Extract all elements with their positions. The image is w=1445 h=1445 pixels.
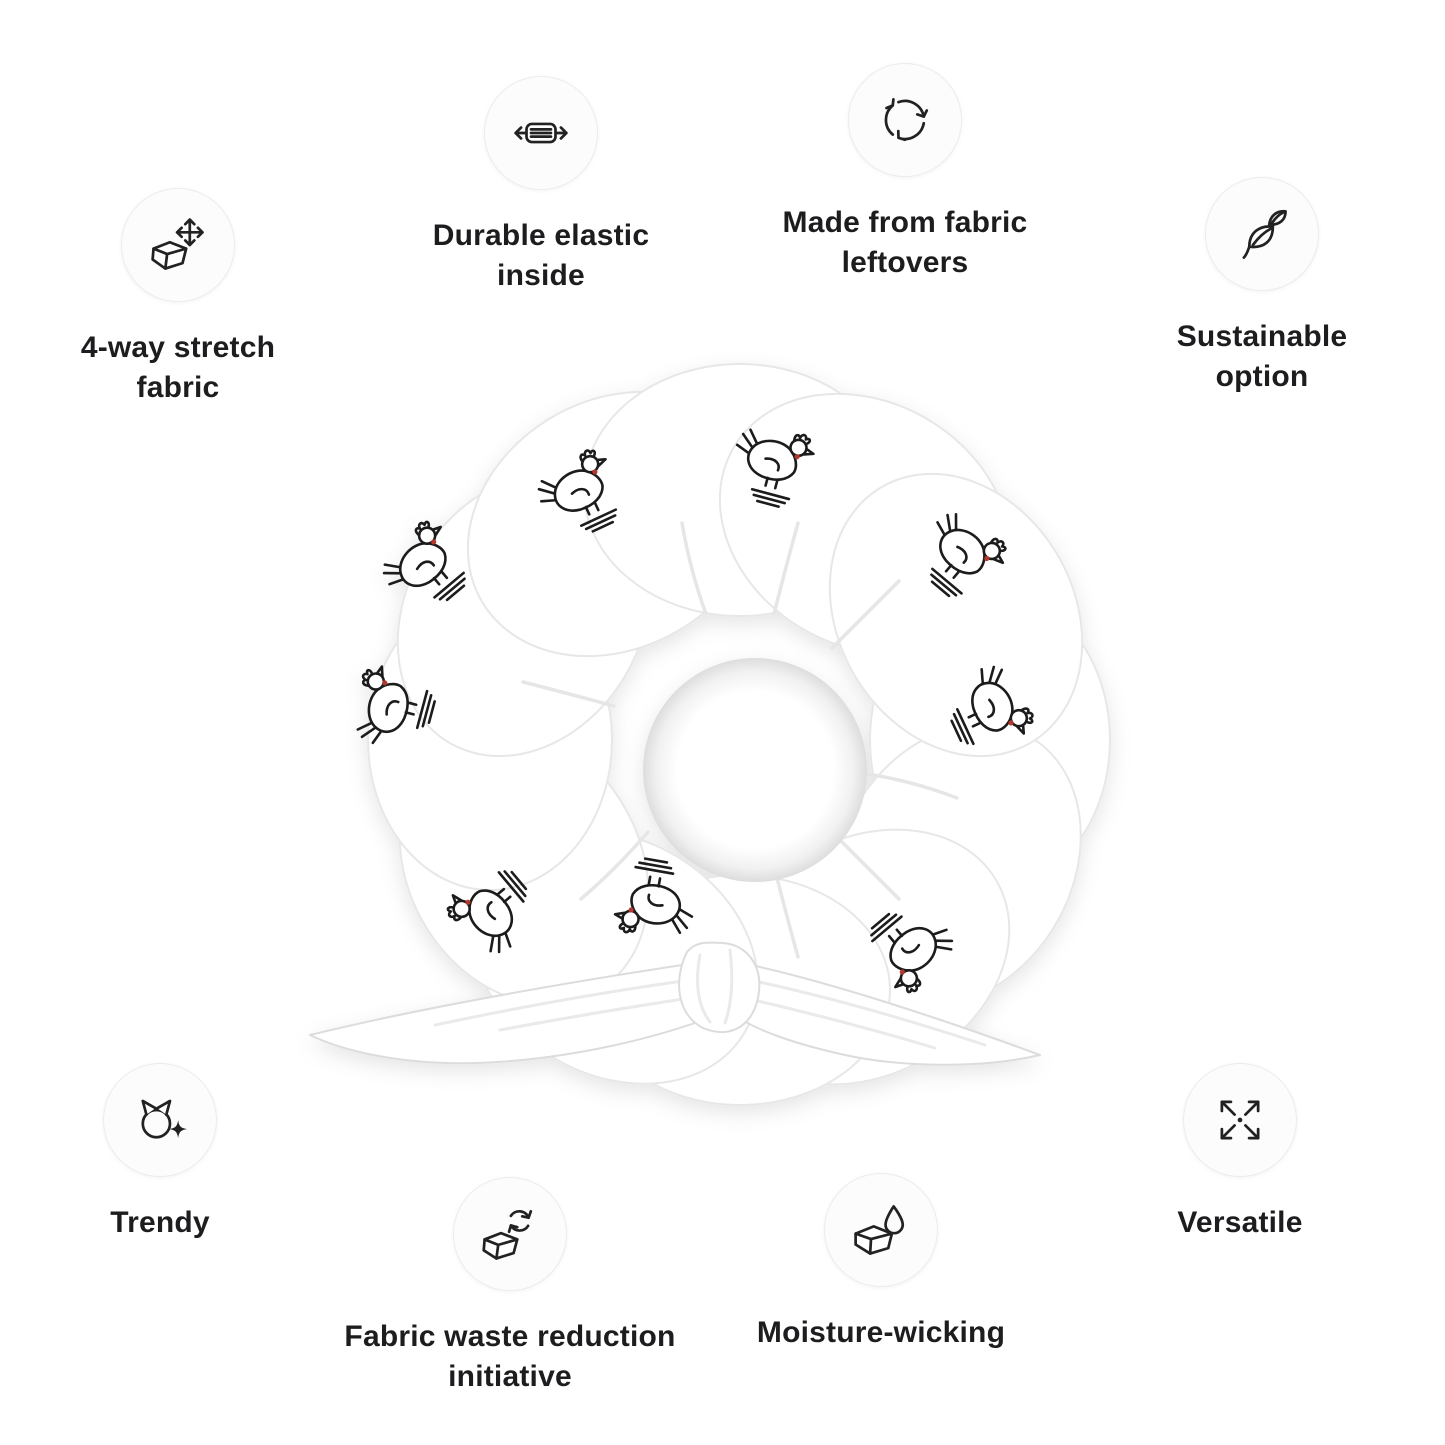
product-image-scrunchie xyxy=(309,363,1111,1106)
feature-label: Durable elastic inside xyxy=(432,219,650,292)
elastic-icon xyxy=(484,76,598,190)
feature-label: Versatile xyxy=(1177,1206,1303,1239)
feature-moisture-wicking: Moisture-wicking xyxy=(711,1173,1051,1353)
moisture-icon xyxy=(824,1173,938,1287)
feature-4-way-stretch-fabric: 4-way stretch fabric xyxy=(63,188,293,407)
leaves-icon xyxy=(1205,177,1319,291)
feature-fabric-waste-reduction-initiative: Fabric waste reduction initiative xyxy=(330,1177,690,1396)
scrunchie-ring xyxy=(309,363,1111,1106)
trendy-sparkle-icon xyxy=(103,1063,217,1177)
fabric-recycle-icon xyxy=(453,1177,567,1291)
feature-durable-elastic-inside: Durable elastic inside xyxy=(416,76,666,295)
feature-label: Sustainable option xyxy=(1176,320,1348,393)
feature-sustainable-option: Sustainable option xyxy=(1157,177,1367,396)
recycle-icon xyxy=(848,63,962,177)
feature-label: Made from fabric leftovers xyxy=(782,206,1028,279)
scrunchie-bow xyxy=(309,941,1041,1066)
feature-trendy: Trendy xyxy=(40,1063,280,1243)
feature-label: 4-way stretch fabric xyxy=(80,331,276,404)
expand-arrows-icon xyxy=(1183,1063,1297,1177)
feature-versatile: Versatile xyxy=(1120,1063,1360,1243)
scrunchie-hole xyxy=(643,658,867,882)
feature-label: Trendy xyxy=(110,1206,210,1239)
stretch-icon xyxy=(121,188,235,302)
feature-label: Moisture-wicking xyxy=(756,1316,1006,1349)
feature-label: Fabric waste reduction initiative xyxy=(344,1320,676,1393)
feature-made-from-fabric-leftovers: Made from fabric leftovers xyxy=(765,63,1045,282)
